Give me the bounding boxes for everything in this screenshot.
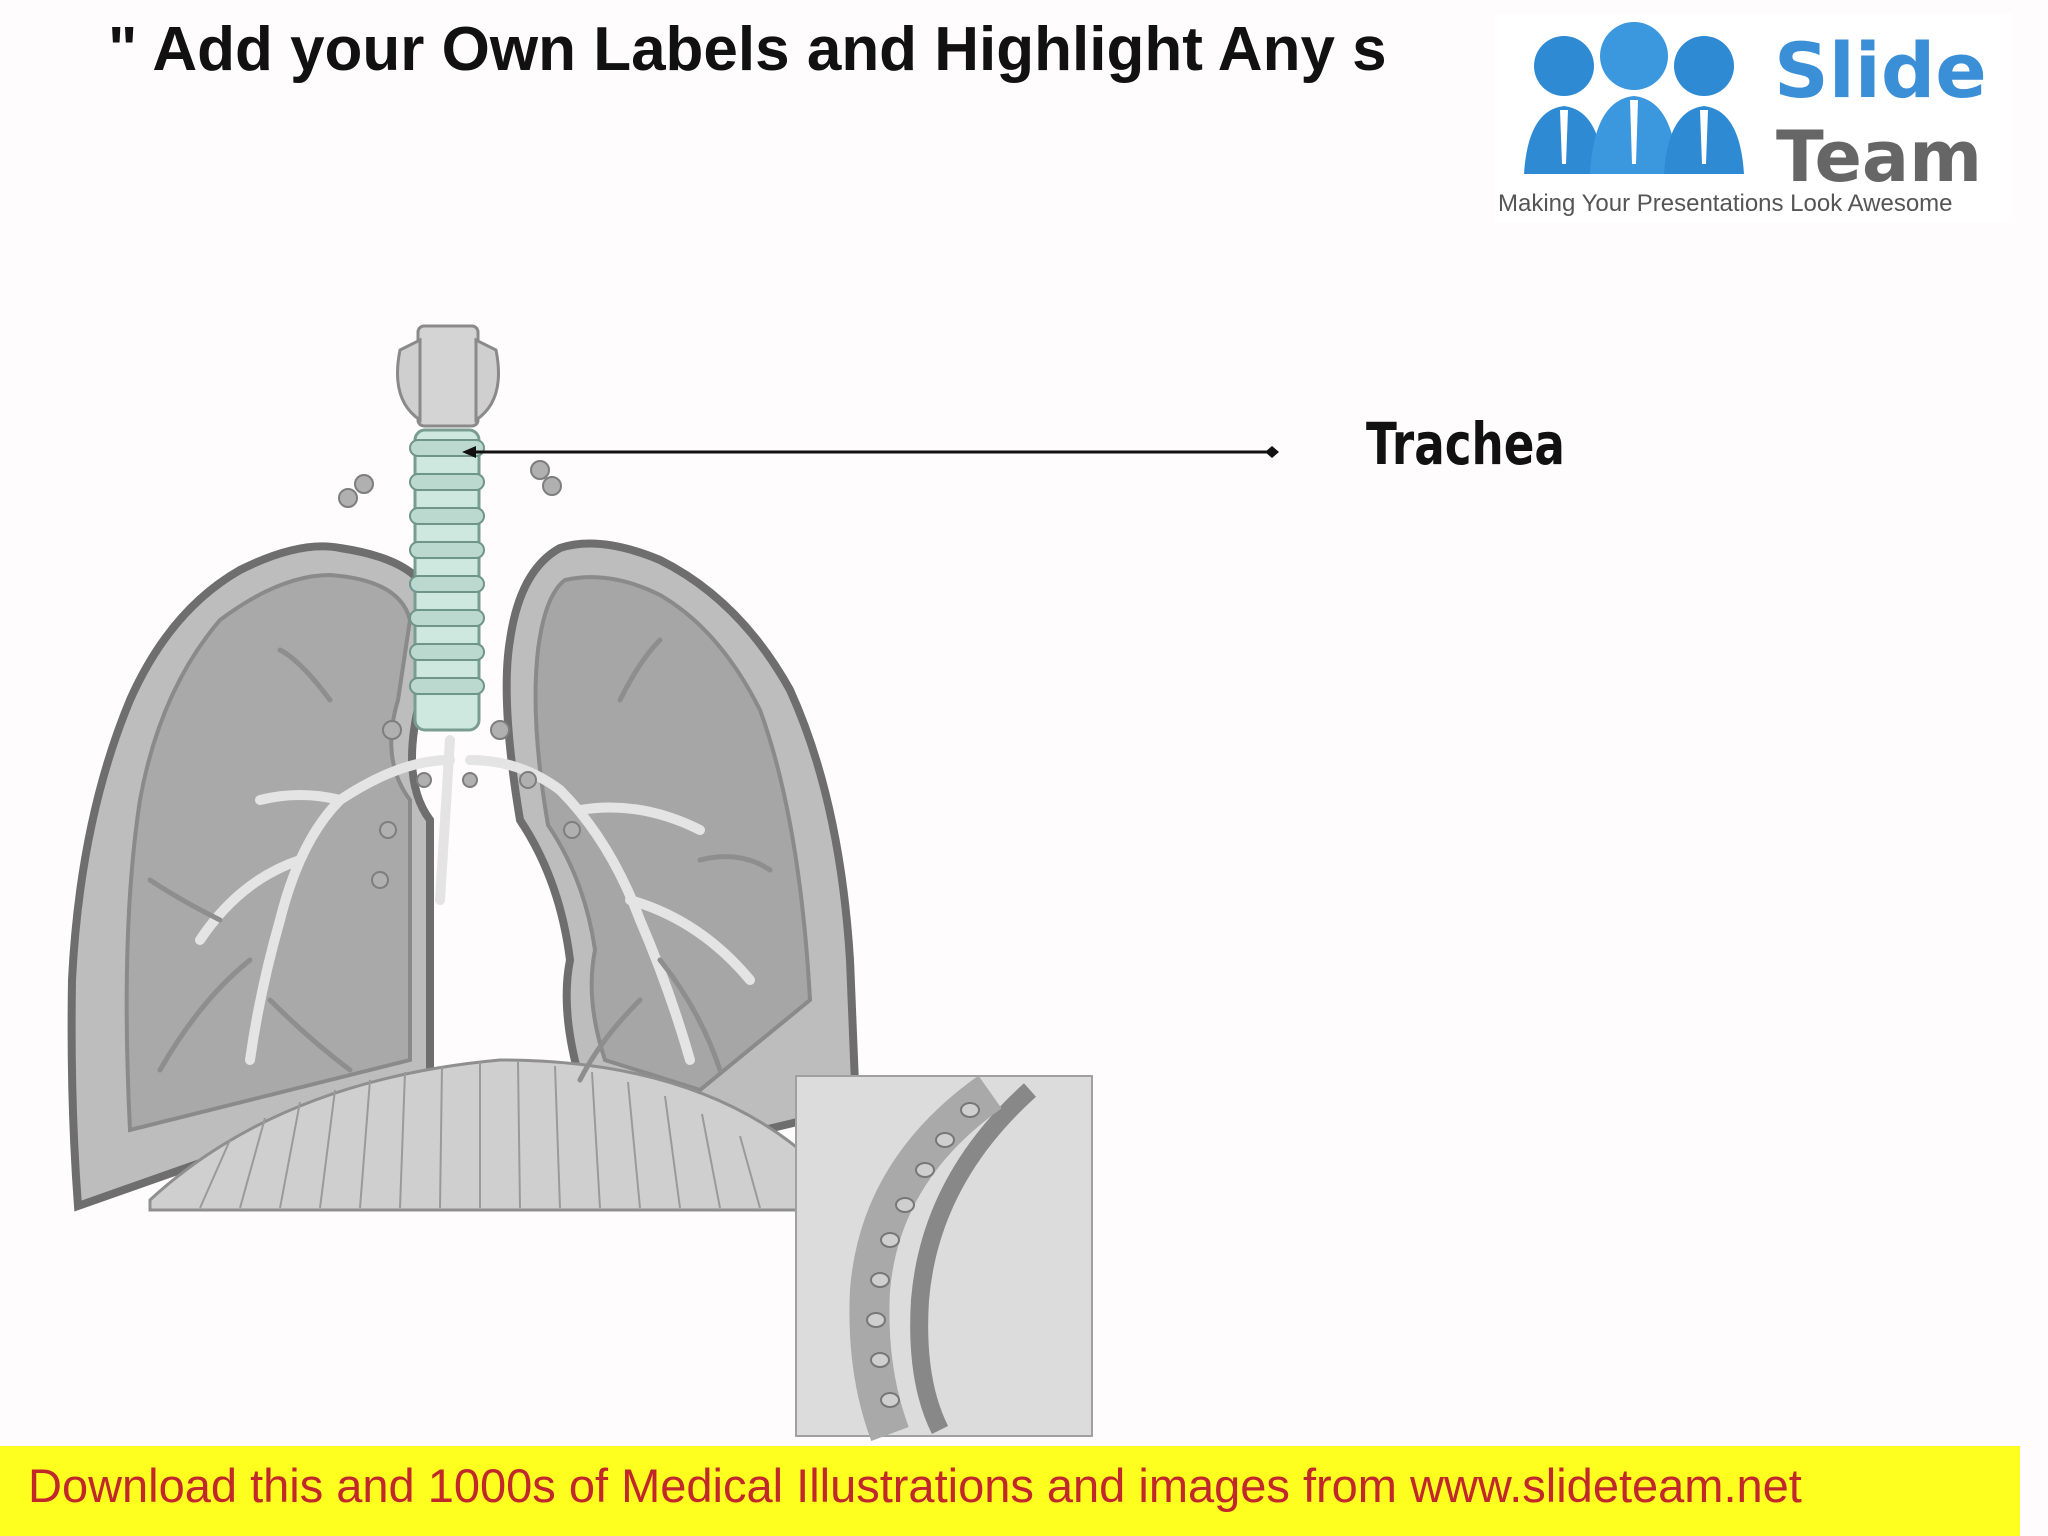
logo-word-slide: Slide bbox=[1774, 26, 1987, 115]
logo-tagline: Making Your Presentations Look Awesome bbox=[1498, 190, 1953, 217]
trachea-top bbox=[416, 324, 480, 428]
logo-word-team: Team bbox=[1776, 116, 1983, 198]
slide-title: " Add your Own Labels and Highlight Any … bbox=[108, 15, 1387, 84]
tissue-inset bbox=[795, 1075, 1093, 1442]
banner-text[interactable]: Download this and 1000s of Medical Illus… bbox=[28, 1459, 1802, 1512]
slideteam-logo: Slide Team Making Your Presentations Loo… bbox=[1494, 14, 2012, 222]
trachea-pointer-line bbox=[462, 446, 1279, 458]
team-people-icon bbox=[1524, 22, 1744, 174]
trachea-highlight bbox=[409, 428, 485, 732]
trachea-label: Trachea bbox=[1366, 410, 1565, 478]
download-banner: Download this and 1000s of Medical Illus… bbox=[0, 1446, 2020, 1536]
